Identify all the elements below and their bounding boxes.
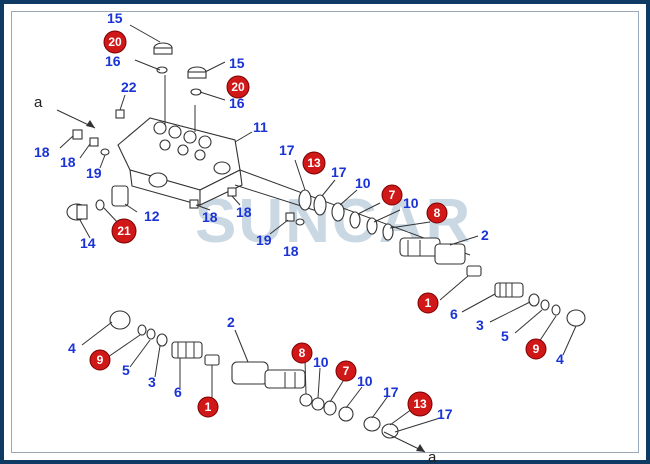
part-label: 16	[105, 53, 121, 69]
spring-assembly-right	[466, 265, 586, 327]
svg-text:20: 20	[108, 35, 122, 49]
arrow-a-lower	[383, 431, 426, 453]
svg-text:13: 13	[413, 397, 427, 411]
part-label: 19	[256, 232, 272, 248]
arrow-label-upper: a	[34, 94, 43, 111]
red-badge: 1	[417, 292, 439, 314]
part-label: 10	[355, 175, 371, 191]
plug-part-top	[153, 42, 173, 74]
part-label: 10	[313, 354, 329, 370]
svg-text:7: 7	[389, 188, 396, 202]
part-label: 19	[86, 165, 102, 181]
red-part-badges: 20 20 13 7 8 21 1 9	[89, 30, 547, 418]
part-label: 17	[331, 164, 347, 180]
svg-text:8: 8	[434, 206, 441, 220]
svg-text:20: 20	[231, 80, 245, 94]
part-label: 2	[481, 227, 489, 243]
part-label: 4	[68, 340, 76, 356]
red-badge: 13	[302, 151, 326, 175]
diagram-inner-border	[11, 11, 639, 453]
svg-text:21: 21	[117, 224, 131, 238]
part-label: 18	[60, 154, 76, 170]
part-label: 11	[253, 119, 268, 135]
arrow-label-lower: a	[428, 449, 437, 464]
red-badge: 20	[226, 75, 250, 99]
svg-text:9: 9	[533, 342, 540, 356]
svg-text:1: 1	[205, 400, 212, 414]
part-label: 3	[148, 374, 156, 390]
part-label: 17	[383, 384, 399, 400]
red-badge: 1	[197, 396, 219, 418]
part-label: 10	[403, 195, 419, 211]
part-label: 6	[174, 384, 182, 400]
red-badge: 9	[89, 349, 111, 371]
arrow-a-upper	[56, 109, 96, 129]
spring-assembly-left	[109, 310, 220, 366]
seal-rings-lower	[299, 393, 399, 439]
spool-part-upper	[399, 237, 466, 265]
part-label: 5	[122, 362, 130, 378]
part-label: 18	[34, 144, 50, 160]
part-label: 14	[80, 235, 96, 251]
spool-part-lower	[231, 361, 306, 389]
plug-part-right	[187, 66, 207, 96]
part-label: 12	[144, 208, 160, 224]
part-label: 17	[437, 406, 453, 422]
valve-body-part	[117, 117, 243, 206]
svg-text:1: 1	[425, 296, 432, 310]
blue-part-labels: 15 16 15 16 22 11 18 18 19 17 17 10 10 2…	[34, 10, 564, 422]
part-label: 18	[283, 243, 299, 259]
part-label: 22	[121, 79, 137, 95]
part-label: 18	[236, 204, 252, 220]
red-badge: 8	[426, 202, 448, 224]
red-badge: 8	[291, 342, 313, 364]
part-label: 17	[279, 142, 295, 158]
part-label: 15	[229, 55, 245, 71]
part-label: 10	[357, 373, 373, 389]
red-badge: 21	[111, 218, 137, 244]
part-label: 5	[501, 328, 509, 344]
cap-part	[66, 203, 88, 221]
part-label: 16	[229, 95, 245, 111]
part-label: 18	[202, 209, 218, 225]
part-label: 4	[556, 351, 564, 367]
part-label: 15	[107, 10, 123, 26]
sleeve-part	[111, 185, 129, 207]
svg-text:9: 9	[97, 353, 104, 367]
svg-text:7: 7	[343, 364, 350, 378]
red-badge: 20	[103, 30, 127, 54]
svg-text:13: 13	[307, 156, 321, 170]
part-label: 2	[227, 314, 235, 330]
part-label: 6	[450, 306, 458, 322]
red-badge: 7	[381, 184, 403, 206]
svg-text:8: 8	[299, 346, 306, 360]
part-label: 3	[476, 317, 484, 333]
red-badge: 7	[335, 360, 357, 382]
small-plugs-left	[72, 109, 125, 156]
red-badge: 9	[525, 338, 547, 360]
red-badge: 13	[407, 391, 433, 417]
